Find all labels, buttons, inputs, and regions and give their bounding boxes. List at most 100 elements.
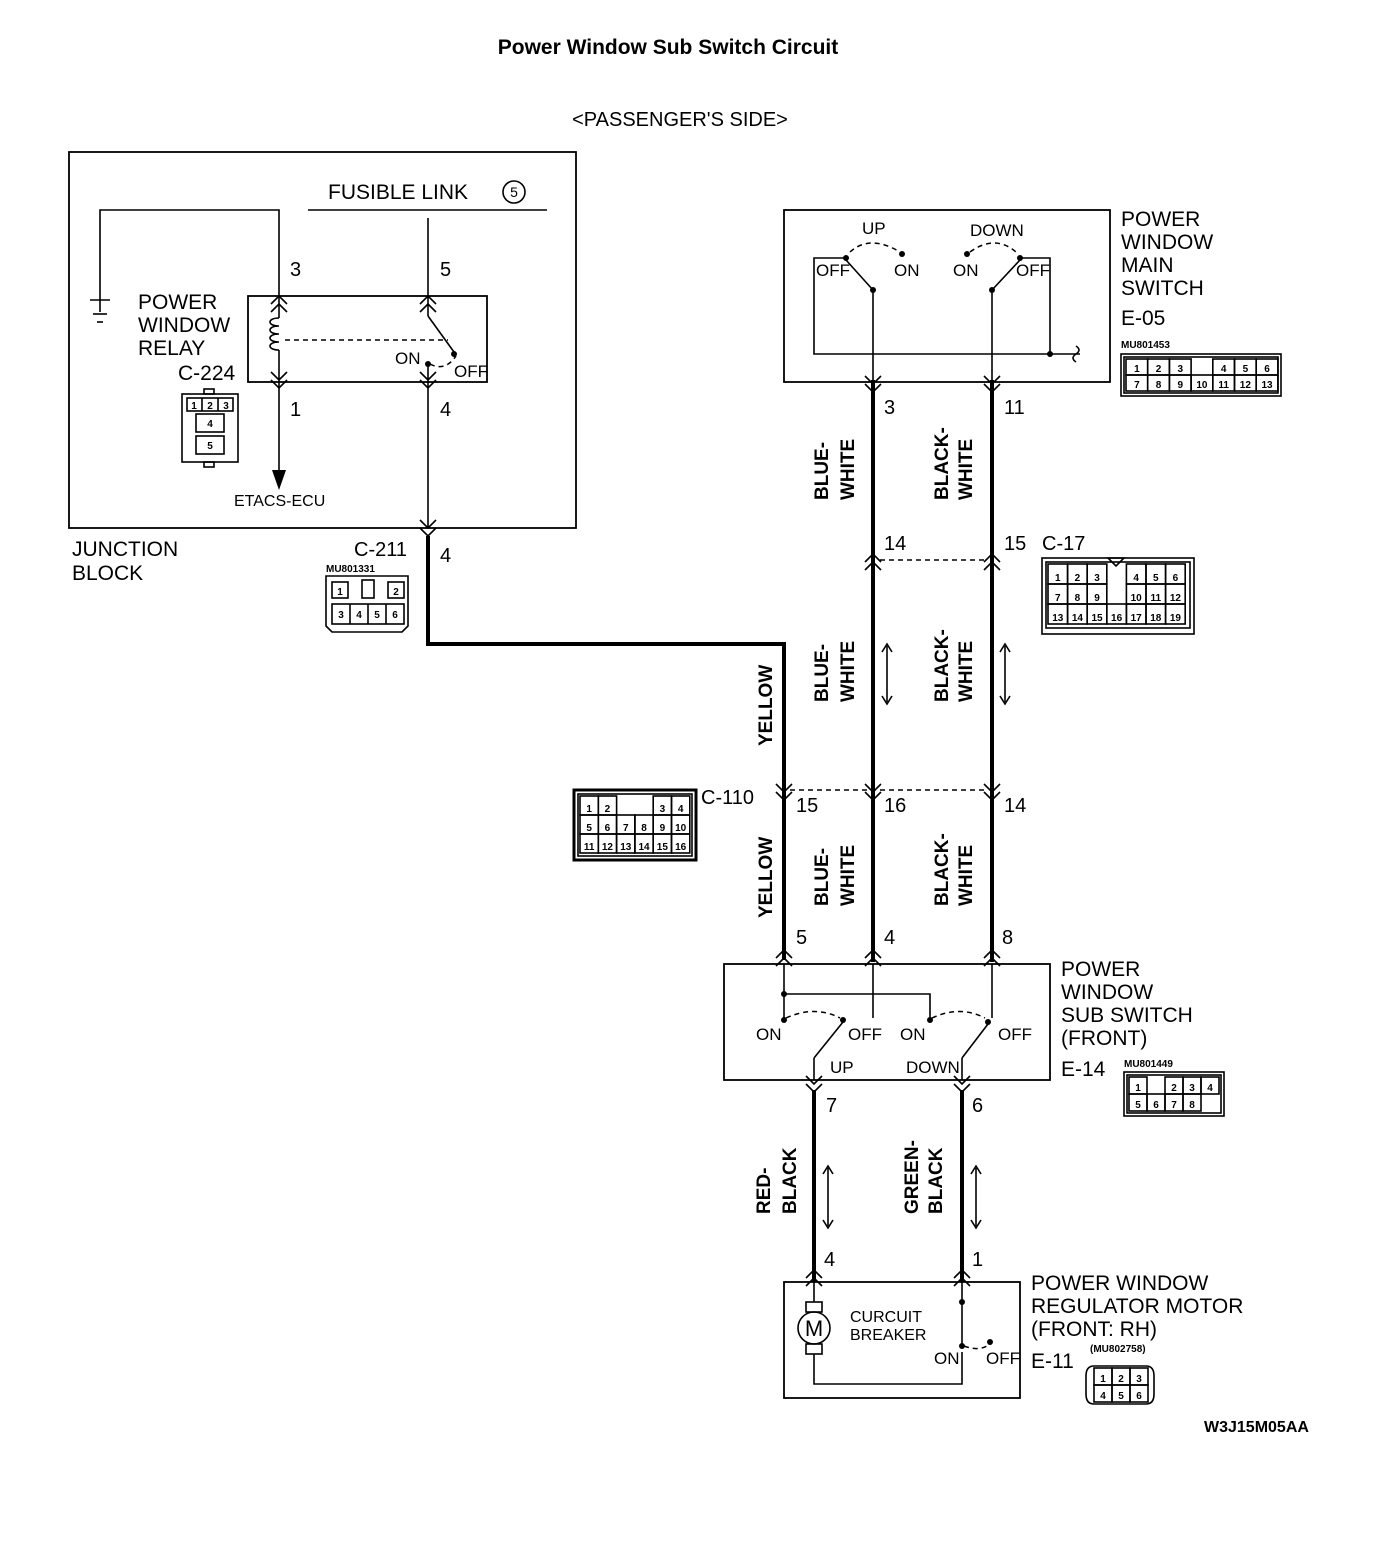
sub-switch-down: DOWN: [906, 1058, 960, 1077]
motor-pin-1: 1: [972, 1249, 983, 1271]
svg-text:BLACK: BLACK: [780, 1147, 801, 1214]
relay-connector-id: C-224: [178, 362, 236, 385]
relay-off-label: OFF: [454, 362, 488, 381]
connector-cell: [1164, 603, 1186, 625]
connector-pin-label: 5: [586, 823, 592, 834]
main-switch-pin-11: 11: [1004, 397, 1025, 419]
connector-pin-label: 6: [1153, 1100, 1159, 1111]
wire-labels-upper: BLUE- WHITE BLACK- WHITE: [812, 427, 977, 500]
fusible-link-label: FUSIBLE LINK: [328, 181, 468, 204]
sub-switch-label-4: (FRONT): [1061, 1027, 1147, 1050]
connector-pin-label: 6: [1136, 1391, 1142, 1402]
connector-pin-label: 3: [1177, 364, 1183, 375]
svg-text:4: 4: [356, 610, 362, 621]
sub-switch-part: MU801449: [1124, 1059, 1173, 1070]
connector-pin-label: 2: [1171, 1083, 1177, 1094]
main-switch-id: E-05: [1121, 307, 1165, 330]
svg-text:WHITE: WHITE: [956, 439, 977, 500]
c17-id: C-17: [1042, 533, 1085, 555]
sub-switch-up: UP: [830, 1058, 854, 1077]
connector-pin-label: 1: [1135, 1083, 1141, 1094]
svg-text:2: 2: [207, 401, 213, 412]
connector-pin-label: 3: [1136, 1374, 1142, 1385]
connector-pin-label: 1: [586, 804, 592, 815]
motor-pin-4: 4: [824, 1249, 835, 1271]
c110-pin-14: 14: [1004, 795, 1026, 817]
connector-pin-label: 16: [1111, 613, 1123, 624]
connector-c211: C-211 4 MU801331 1 2 3 4 5 6: [325, 519, 451, 633]
connector-pin-label: 5: [1243, 364, 1249, 375]
connector-pin-label: 12: [1170, 593, 1182, 604]
connector-pin-label: 7: [623, 823, 629, 834]
diagram-title: Power Window Sub Switch Circuit: [498, 36, 839, 59]
breaker-label-2: BREAKER: [850, 1327, 926, 1344]
connector-pin-label: 2: [1075, 573, 1081, 584]
etacs-ecu-label: ETACS-ECU: [234, 493, 325, 510]
connector-pin-label: 5: [1118, 1391, 1124, 1402]
connector-pin-label: 4: [1100, 1391, 1106, 1402]
wire-labels-bottom: RED- BLACK GREEN- BLACK: [754, 1140, 947, 1214]
c211-pin: 4: [440, 545, 451, 567]
c110-pin-15: 15: [796, 795, 818, 817]
diagram-code: W3J15M05AA: [1204, 1419, 1309, 1436]
svg-text:3: 3: [223, 401, 229, 412]
connector-cell: [1182, 1093, 1202, 1112]
main-switch-off-left: OFF: [816, 261, 850, 280]
power-window-relay: [247, 295, 488, 383]
junction-block-label-1: JUNCTION: [72, 538, 178, 561]
svg-text:WHITE: WHITE: [956, 845, 977, 906]
connector-pin-label: 10: [1196, 380, 1208, 391]
sub-switch-off-left: OFF: [848, 1025, 882, 1044]
connector-pin-label: 13: [1261, 380, 1273, 391]
svg-text:GREEN-: GREEN-: [902, 1140, 923, 1214]
connector-pin-label: 6: [605, 823, 611, 834]
sub-switch-label-2: WINDOW: [1061, 981, 1153, 1004]
motor-label-3: (FRONT: RH): [1031, 1318, 1157, 1341]
power-window-regulator-motor: 4 1 M CURCUIT BREAKER ON OFF POWER WINDO…: [783, 1249, 1243, 1405]
main-switch-pin-3: 3: [884, 397, 895, 419]
sub-switch-label-3: SUB SWITCH: [1061, 1004, 1193, 1027]
connector-pin-label: 19: [1170, 613, 1182, 624]
connector-pin-label: 3: [660, 804, 666, 815]
motor-id: E-11: [1031, 1350, 1074, 1373]
breaker-label-1: CURCUIT: [850, 1309, 922, 1326]
connector-pin-label: 5: [1153, 573, 1159, 584]
svg-text:5: 5: [207, 441, 213, 452]
connector-pin-label: 4: [1133, 573, 1139, 584]
connector-pin-label: 11: [1151, 593, 1162, 604]
sub-switch-pin-8: 8: [1002, 927, 1013, 949]
power-window-sub-switch: 5 4 8 POWER WINDOW SUB SWITCH (FRONT) E-…: [723, 927, 1225, 1117]
connector-pin-label: 12: [602, 842, 614, 853]
e11-connector-icon: [1085, 1365, 1155, 1405]
connector-pin-label: 8: [1156, 380, 1162, 391]
connector-pin-label: 15: [1091, 613, 1103, 624]
svg-text:WHITE: WHITE: [838, 439, 859, 500]
c17-pin-15: 15: [1004, 533, 1026, 555]
svg-text:BLUE-: BLUE-: [812, 644, 833, 702]
relay-pin-5: 5: [440, 259, 451, 281]
connector-pin-label: 1: [1134, 364, 1140, 375]
connector-pin-label: 18: [1150, 613, 1162, 624]
connector-pin-label: 16: [675, 842, 687, 853]
connector-cell: [1255, 374, 1279, 392]
connector-pin-label: 9: [1177, 380, 1183, 391]
connector-pin-label: 8: [1075, 593, 1081, 604]
sub-switch-on-right: ON: [900, 1025, 926, 1044]
connector-pin-label: 4: [1207, 1083, 1213, 1094]
motor-on: ON: [934, 1349, 960, 1368]
fusible-link-number-circle: [502, 180, 526, 204]
svg-text:BLACK-: BLACK-: [932, 629, 953, 702]
motor-label-1: POWER WINDOW: [1031, 1272, 1208, 1295]
sub-switch-pin-5: 5: [796, 927, 807, 949]
fusible-link-number: 5: [510, 184, 518, 200]
svg-text:4: 4: [207, 419, 213, 430]
connector-c110: C-110 15 16 14: [572, 783, 1026, 862]
relay-pin-3: 3: [290, 259, 301, 281]
sub-switch-pin-6: 6: [972, 1095, 983, 1117]
connector-pin-label: 2: [605, 804, 611, 815]
connector-pin-label: 8: [641, 823, 647, 834]
connector-pin-label: 9: [1094, 593, 1100, 604]
